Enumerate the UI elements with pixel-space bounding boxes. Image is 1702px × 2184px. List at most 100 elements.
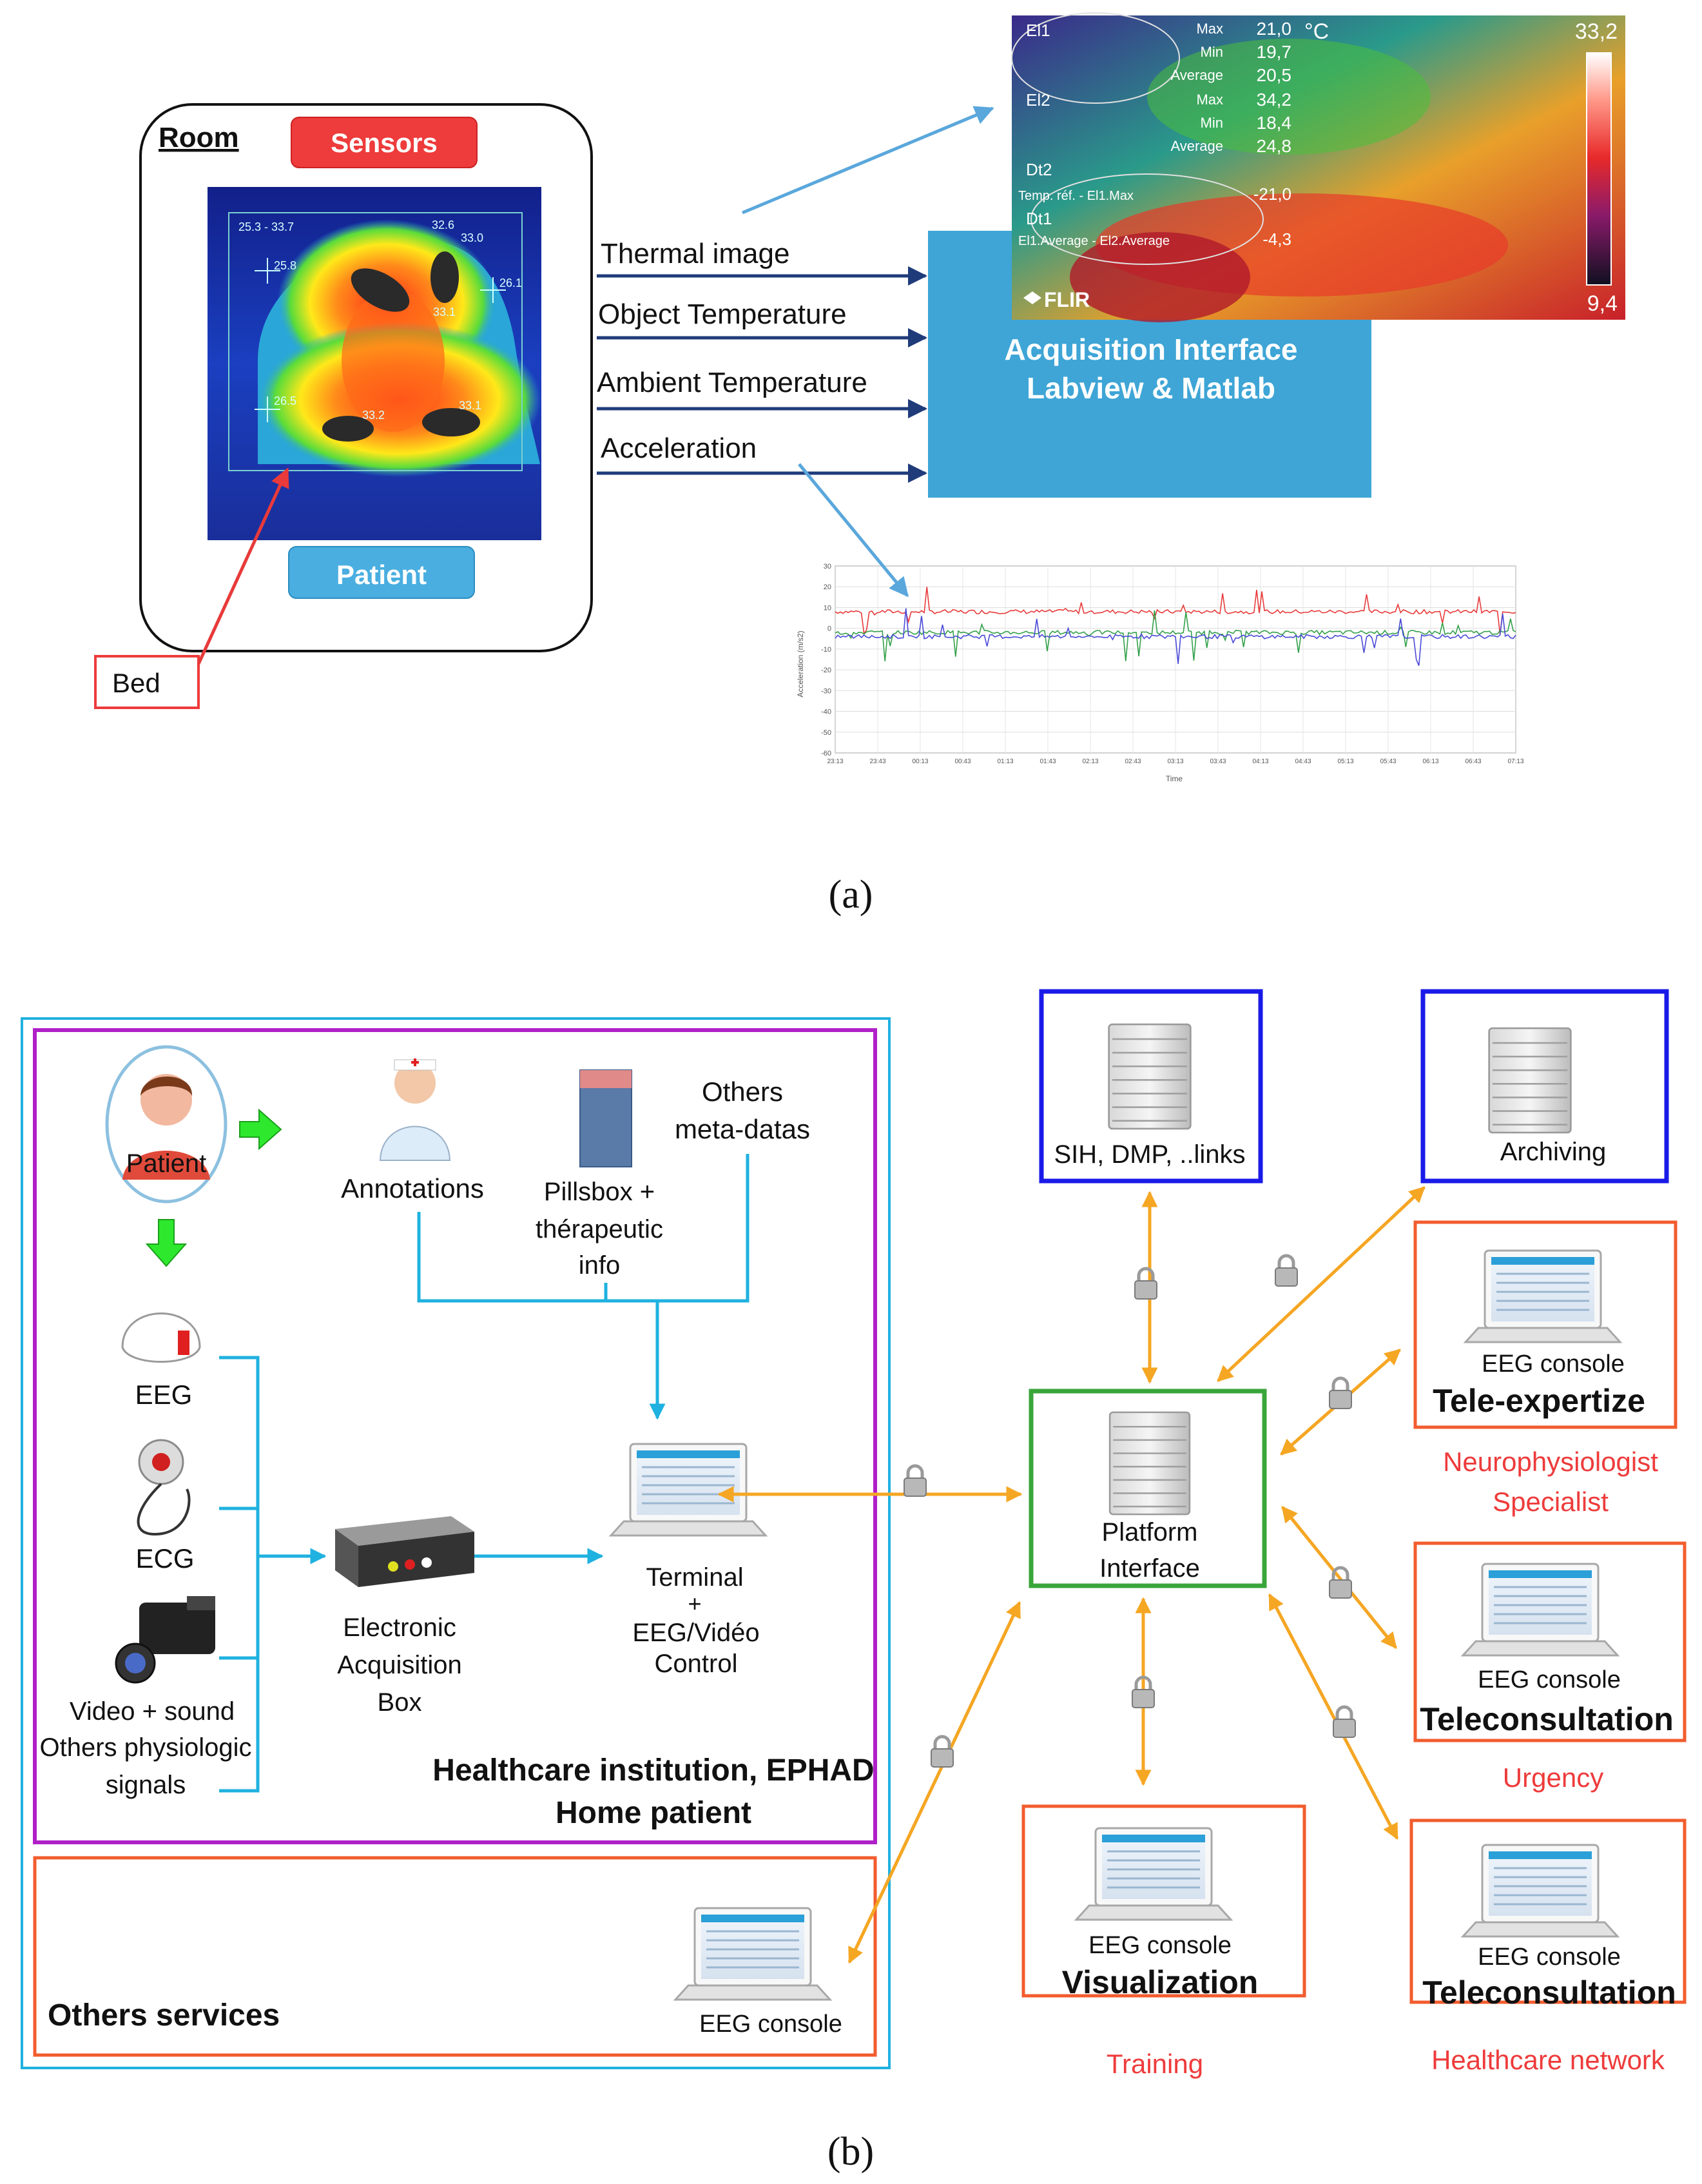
urgency-label: Urgency bbox=[1503, 1762, 1603, 1793]
accel-chart-y-label: Acceleration (m/s2) bbox=[796, 630, 805, 697]
acquisition-interface-title: Acquisition Interface bbox=[1005, 333, 1298, 366]
green-arrow-right-icon bbox=[239, 1108, 282, 1151]
panel-b: Patient Annotations Pillsbox + thérapeut… bbox=[21, 989, 1687, 2174]
accel-chart-x-tick: 23:43 bbox=[869, 758, 885, 765]
acq-box-label-line1: Electronic bbox=[343, 1614, 456, 1642]
accel-chart-x-tick: 01:43 bbox=[1040, 758, 1056, 765]
metadata-connectors bbox=[417, 1154, 749, 1420]
terminal-label-line3: EEG/Vidéo bbox=[632, 1619, 759, 1647]
patient-environment-frame bbox=[21, 1017, 891, 2069]
acceleration-arrow bbox=[798, 463, 909, 598]
flir-avg-label: Average bbox=[1170, 138, 1223, 154]
platform-label-line1: Platform bbox=[1102, 1518, 1198, 1546]
accel-chart-x-tick: 01:13 bbox=[997, 758, 1013, 765]
thermal-spot-label: 33.2 bbox=[362, 409, 385, 422]
accel-chart-x-tick: 02:43 bbox=[1125, 758, 1141, 765]
accel-chart-x-tick: 00:13 bbox=[912, 758, 928, 765]
flir-dt2-label: Dt2 bbox=[1026, 160, 1052, 179]
acq-box-label-line3: Box bbox=[378, 1688, 422, 1717]
flir-avg-diff-value: -4,3 bbox=[1262, 229, 1291, 249]
teleconsultation-urgency-console: EEG console bbox=[1478, 1666, 1621, 1693]
specialist-label: Specialist bbox=[1493, 1487, 1609, 1517]
accel-chart-x-tick: 02:13 bbox=[1082, 758, 1098, 765]
flir-min-label: Min bbox=[1201, 44, 1223, 60]
patient-label: Patient bbox=[336, 560, 427, 590]
thermal-image-arrow bbox=[742, 106, 994, 215]
tele-expertize-laptop-icon bbox=[1464, 1249, 1621, 1343]
accel-chart-x-tick: 06:43 bbox=[1465, 758, 1481, 765]
lock-icon bbox=[1275, 1256, 1297, 1286]
flir-el2-avg: 24,8 bbox=[1257, 136, 1292, 156]
flir-dt1-label: Dt1 bbox=[1026, 209, 1052, 228]
accel-chart-x-tick: 06:13 bbox=[1422, 758, 1438, 765]
flir-thermal-image: El1 El2 Dt2 Dt1 Max Min Average Max Min … bbox=[1011, 12, 1625, 322]
institution-label-line1: Healthcare institution, EPHAD bbox=[432, 1753, 874, 1788]
accel-chart-x-tick: 05:13 bbox=[1337, 758, 1353, 765]
flir-max-label: Max bbox=[1196, 21, 1223, 37]
lock-icon bbox=[1330, 1568, 1351, 1598]
thermal-spot-label: 33.1 bbox=[459, 399, 481, 412]
lock-icon bbox=[931, 1737, 953, 1767]
accel-chart-y-tick: 10 bbox=[824, 604, 831, 612]
flir-el1-min: 19,7 bbox=[1257, 42, 1292, 62]
others-meta-line2: meta-datas bbox=[675, 1114, 810, 1144]
acq-box-label-line2: Acquisition bbox=[337, 1651, 461, 1679]
signal-bus-connectors bbox=[219, 1356, 604, 1793]
thermal-spot-label: 33.0 bbox=[461, 231, 483, 244]
accel-chart-x-tick: 04:13 bbox=[1252, 758, 1268, 765]
accel-chart-y-tick: -40 bbox=[821, 708, 831, 716]
tele-expertize-label: Tele-expertize bbox=[1433, 1383, 1645, 1419]
accel-chart-series-x bbox=[835, 587, 1516, 636]
accel-chart-y-tick: -10 bbox=[821, 646, 831, 654]
accel-chart-series-z bbox=[835, 608, 1516, 667]
terminal-label-line2: + bbox=[688, 1590, 701, 1617]
thermal-spot-label: 26.1 bbox=[499, 277, 522, 289]
accel-chart-y-tick: 20 bbox=[824, 583, 831, 591]
teleconsultation-urgency-label: Teleconsultation bbox=[1420, 1701, 1674, 1737]
accel-chart-x-tick: 04:43 bbox=[1295, 758, 1311, 765]
archiving-server-icon bbox=[1488, 1027, 1572, 1134]
thermal-spot-label: 32.6 bbox=[432, 219, 454, 231]
pillbox-label-line1: Pillsbox + bbox=[544, 1178, 655, 1206]
bed-box bbox=[94, 655, 200, 709]
flir-temp-ref-value: -21,0 bbox=[1253, 184, 1291, 204]
video-camera-icon bbox=[115, 1596, 215, 1684]
lock-icon bbox=[1330, 1378, 1351, 1409]
accel-chart-y-tick: -50 bbox=[821, 729, 831, 737]
video-label-line2: Others physiologic bbox=[39, 1733, 251, 1762]
flir-el2-label: El2 bbox=[1026, 90, 1050, 110]
thermal-spot-label: 26.5 bbox=[274, 395, 296, 407]
signal-label-thermal: Thermal image bbox=[601, 238, 789, 269]
pillbox-label-line2: thérapeutic bbox=[536, 1215, 663, 1243]
thermal-bed-image: 25.3 - 33.7 32.6 33.0 25.8 26.1 33.1 26.… bbox=[208, 187, 541, 540]
others-meta-line1: Others bbox=[702, 1077, 783, 1107]
terminal-label-line1: Terminal bbox=[646, 1563, 743, 1592]
sensors-badge bbox=[291, 117, 478, 168]
others-services-laptop-icon bbox=[674, 1907, 831, 2001]
flir-el1-max: 21,0 bbox=[1257, 19, 1292, 39]
bed-label: Bed bbox=[112, 668, 160, 698]
teleconsultation-network-label: Teleconsultation bbox=[1422, 1974, 1676, 2011]
visualization-laptop-icon bbox=[1075, 1827, 1232, 1921]
sih-server-icon bbox=[1108, 1023, 1192, 1130]
accel-chart-y-tick: 0 bbox=[827, 625, 831, 633]
flir-el1-avg: 20,5 bbox=[1257, 65, 1292, 85]
eeg-label: EEG bbox=[135, 1380, 193, 1410]
training-label: Training bbox=[1107, 2049, 1203, 2079]
archiving-label: Archiving bbox=[1500, 1138, 1607, 1166]
accel-chart-x-tick: 07:13 bbox=[1507, 758, 1523, 765]
secure-links bbox=[717, 1186, 1426, 1964]
healthcare-institution-box bbox=[33, 1028, 877, 1844]
acquisition-interface-subtitle: Labview & Matlab bbox=[1027, 371, 1275, 405]
caption-a: (a) bbox=[829, 873, 873, 917]
flir-avg-label: Average bbox=[1170, 67, 1223, 83]
lock-icon bbox=[1333, 1707, 1355, 1737]
others-services-label: Others services bbox=[48, 1998, 280, 2033]
accel-chart-x-label: Time bbox=[1166, 774, 1183, 783]
patient-badge bbox=[288, 546, 475, 599]
accel-chart-x-tick: 03:43 bbox=[1210, 758, 1226, 765]
flir-max-label: Max bbox=[1196, 92, 1223, 108]
thermal-spot-label: 25.3 - 33.7 bbox=[238, 220, 294, 233]
flir-color-scale bbox=[1586, 52, 1612, 286]
